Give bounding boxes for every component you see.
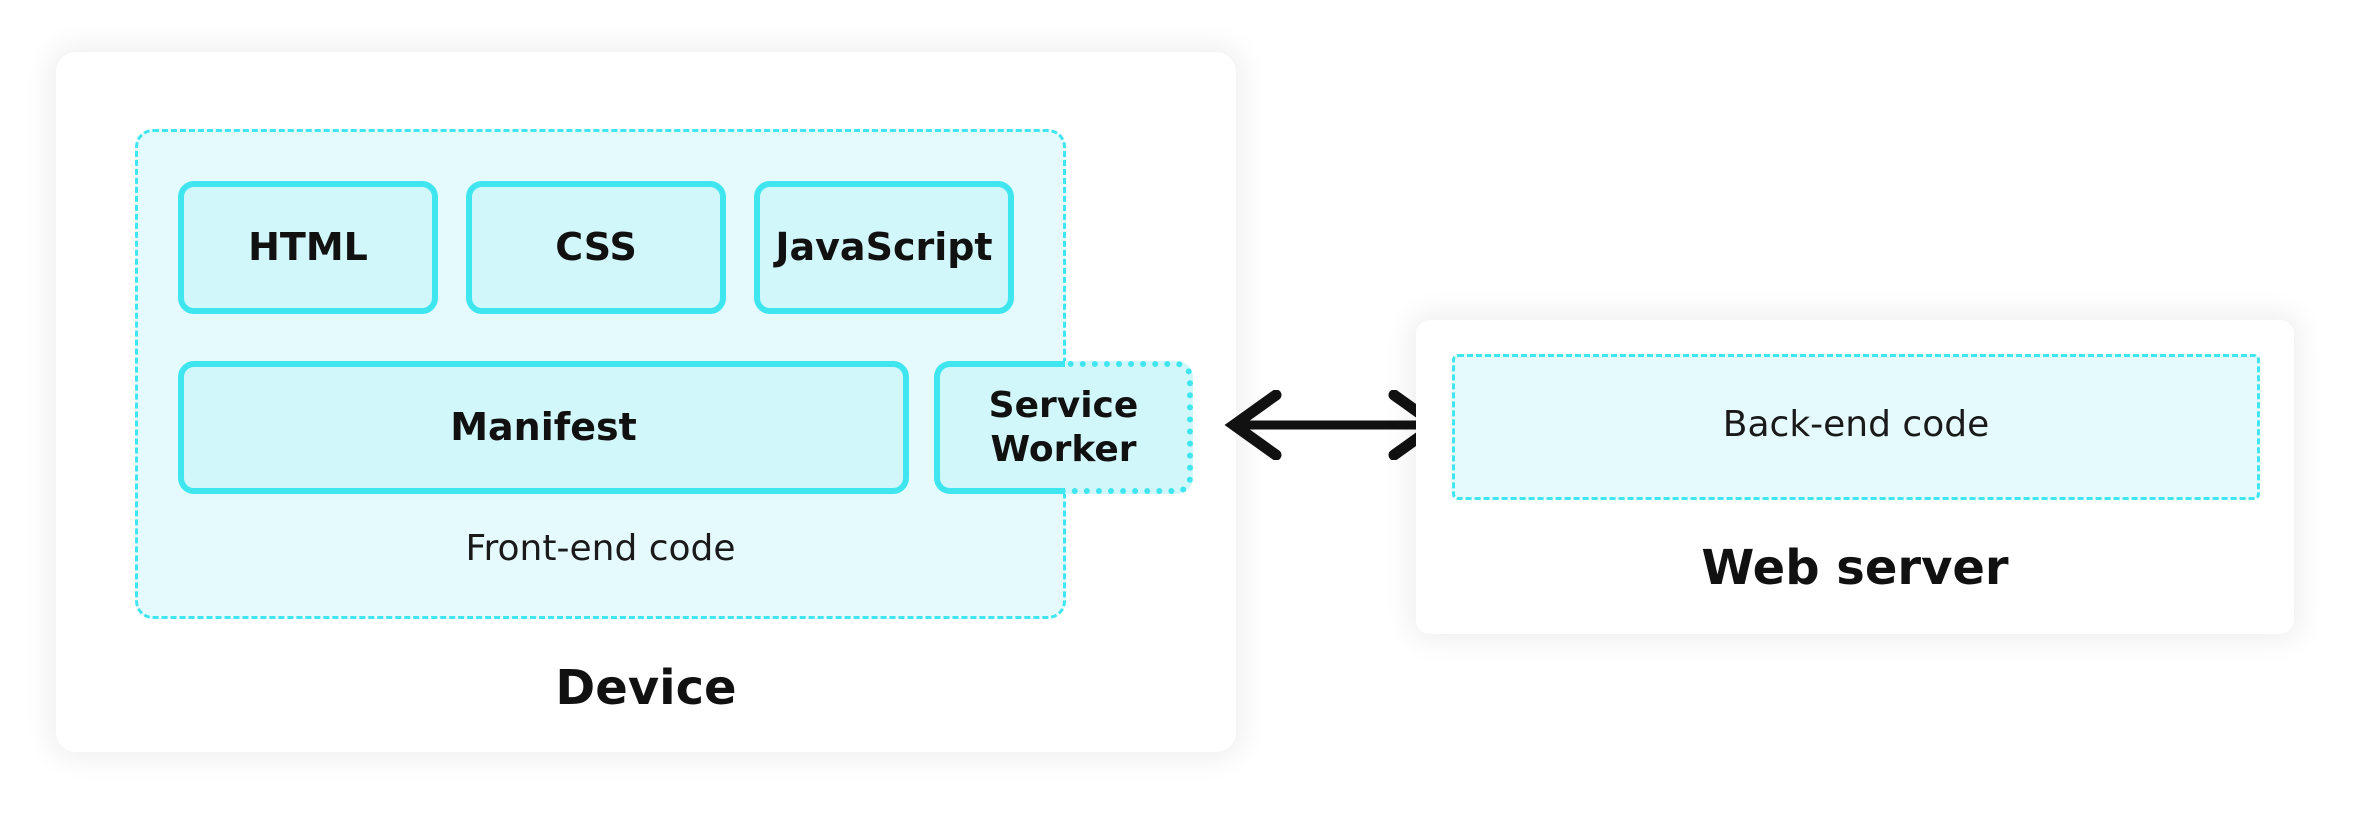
- css-chip-label: CSS: [555, 224, 637, 269]
- service-worker-chip-label: Service Worker: [988, 385, 1139, 470]
- javascript-chip-label: JavaScript: [775, 224, 993, 269]
- manifest-chip: Manifest: [178, 361, 909, 494]
- javascript-chip: JavaScript: [754, 181, 1014, 314]
- backend-code-area: [1452, 354, 2260, 500]
- service-worker-solid-edge: [934, 361, 1065, 494]
- manifest-chip-label: Manifest: [450, 404, 637, 449]
- arrow-head-left: [1224, 390, 1282, 460]
- html-chip-label: HTML: [248, 224, 368, 269]
- backend-code-label: Back-end code: [1722, 404, 1990, 445]
- service-worker-chip: Service Worker: [934, 361, 1193, 494]
- device-title: Device: [555, 660, 737, 716]
- html-chip: HTML: [178, 181, 438, 314]
- frontend-code-label: Front-end code: [465, 528, 736, 569]
- css-chip: CSS: [466, 181, 726, 314]
- web-server-title: Web server: [1701, 540, 2009, 596]
